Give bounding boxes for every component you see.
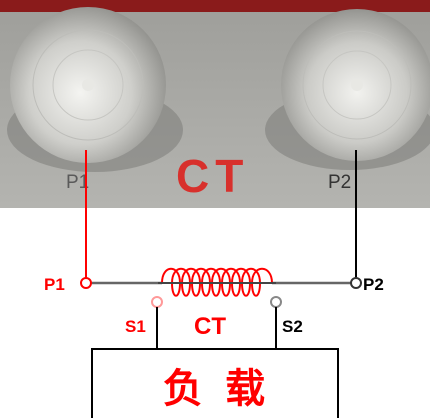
label-ct: CT: [194, 313, 226, 340]
terminal-p1: [80, 277, 92, 289]
photo-label-p2: P2: [328, 172, 351, 193]
photo-top-edge: [0, 0, 430, 12]
label-s2: S2: [282, 317, 303, 336]
terminal-knob-right: [281, 9, 430, 161]
terminal-s2: [270, 296, 282, 308]
load-box: [91, 348, 339, 418]
terminal-s1: [151, 296, 163, 308]
terminal-p2: [350, 277, 362, 289]
load-label: 负 载: [163, 367, 265, 411]
label-p1: P1: [44, 275, 65, 294]
label-s1: S1: [125, 317, 146, 336]
terminal-knob-left: [10, 7, 166, 163]
ct-coil: [161, 267, 273, 297]
photo-title-ct: CT: [176, 150, 249, 202]
ct-photo: P1 CT P2: [0, 0, 430, 208]
label-p2: P2: [363, 275, 384, 294]
photo-label-p1: P1: [66, 172, 89, 193]
